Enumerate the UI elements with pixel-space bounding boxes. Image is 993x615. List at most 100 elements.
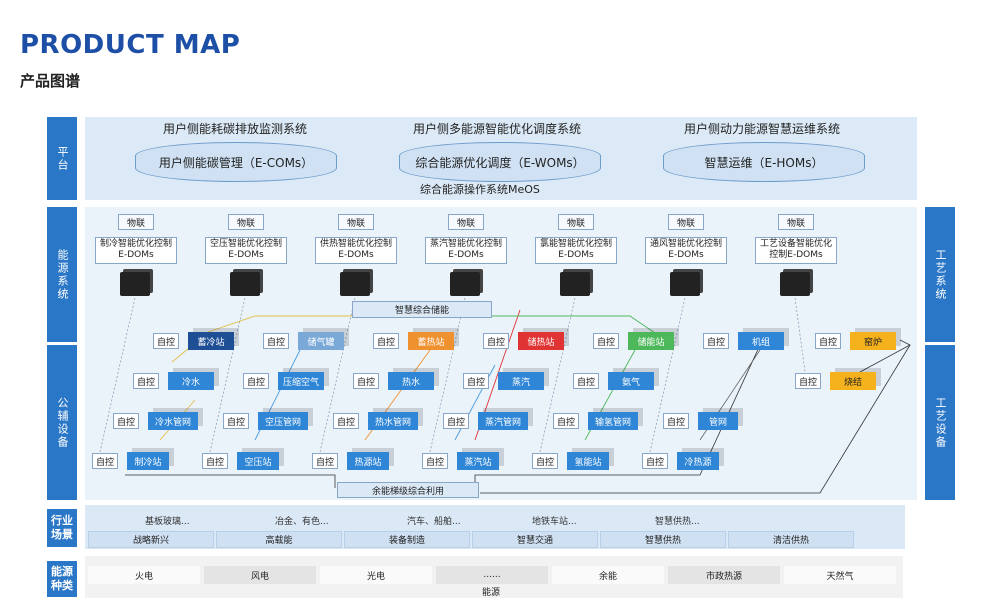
self-control-label: 自控 [153,333,179,349]
hydrogen-station[interactable]: 氢能站 [567,452,609,470]
controller-ventilation[interactable]: 通风智能优化控制 E-DOMs [645,237,727,264]
industry-segment[interactable]: 智慧交通 [472,531,598,548]
thermal-storage-station[interactable]: 储热站 [518,332,564,350]
system-title-om: 用户侧动力能源智慧运维系统 [683,122,840,136]
sintering[interactable]: 烧结 [830,372,876,390]
energy-item[interactable]: 光电 [320,566,432,584]
energy-item[interactable]: 市政热源 [668,566,780,584]
controller-steam[interactable]: 蒸汽智能优化控制 E-DOMs [425,237,507,264]
self-control-label: 自控 [263,333,289,349]
self-control-label: 自控 [815,333,841,349]
industry-top-item: 智慧供热... [655,517,700,527]
industry-segment[interactable]: 智慧供热 [600,531,726,548]
self-control-label: 自控 [133,373,159,389]
controller-heating[interactable]: 供热智能优化控制 E-DOMs [315,237,397,264]
device-icon [340,272,370,296]
self-control-label: 自控 [243,373,269,389]
self-control-label: 自控 [532,453,558,469]
hydrogen-network[interactable]: 输氢管网 [588,412,638,430]
self-control-label: 自控 [642,453,668,469]
iot-box: 物联 [118,214,154,230]
self-control-label: 自控 [463,373,489,389]
device-icon [670,272,700,296]
hot-water[interactable]: 热水 [388,372,434,390]
kiln-box[interactable]: 窑炉 [850,332,896,350]
energy-type-label: 能源 种类 [47,561,77,597]
controller-hydrogen[interactable]: 氯能智能优化控制 E-DOMs [535,237,617,264]
device-icon [120,272,150,296]
industry-top-item: 汽车、船舶... [407,517,461,527]
industry-segment[interactable]: 高载能 [216,531,342,548]
smart-storage-bar[interactable]: 智慧综合储能 [352,301,492,318]
energy-item[interactable]: 火电 [88,566,200,584]
self-control-label: 自控 [795,373,821,389]
self-control-label: 自控 [92,453,118,469]
pipe-network[interactable]: 管网 [698,412,738,430]
product-e-coms[interactable]: 用户侧能碳管理（E-COMs） [135,142,337,182]
device-icon [560,272,590,296]
chilled-water[interactable]: 冷水 [168,372,214,390]
industry-segment[interactable]: 清洁供热 [728,531,854,548]
self-control-label: 自控 [703,333,729,349]
energy-caption: 能源 [482,588,501,598]
industry-segment[interactable]: 装备制造 [344,531,470,548]
page-title: PRODUCT MAP [20,30,241,60]
sidebar-platform: 平台 [47,117,77,200]
cold-heat-source[interactable]: 冷热源 [677,452,719,470]
air-network[interactable]: 空压管网 [258,412,308,430]
energy-item[interactable]: 风电 [204,566,316,584]
waste-energy-bar[interactable]: 余能梯级综合利用 [337,482,479,498]
controller-air-compression[interactable]: 空压智能优化控制 E-DOMs [205,237,287,264]
iot-box: 物联 [338,214,374,230]
self-control-label: 自控 [223,413,249,429]
self-control-label: 自控 [593,333,619,349]
page-subtitle: 产品图谱 [20,72,81,90]
heat-source-station[interactable]: 热源站 [347,452,389,470]
sidebar-process-system: 工艺系统 [925,207,955,342]
sidebar-utilities: 公辅设备 [47,345,77,500]
gas-tank[interactable]: 储气罐 [298,332,344,350]
cooling-station[interactable]: 制冷站 [127,452,169,470]
system-title-dispatch: 用户侧多能源智能优化调度系统 [412,122,581,136]
self-control-label: 自控 [483,333,509,349]
energy-item[interactable]: 天然气 [784,566,896,584]
self-control-label: 自控 [312,453,338,469]
industry-top-item: 地铁车站... [532,517,577,527]
self-control-label: 自控 [113,413,139,429]
iot-box: 物联 [448,214,484,230]
steam-network[interactable]: 蒸汽管网 [478,412,528,430]
ammonia[interactable]: 氨气 [608,372,654,390]
energy-item[interactable]: ...... [436,566,548,584]
hot-water-network[interactable]: 热水管网 [368,412,418,430]
heat-storage-station[interactable]: 蓄热站 [408,332,454,350]
controller-cooling[interactable]: 制冷智能优化控制 E-DOMs [95,237,177,264]
industry-top-item: 冶金、有色... [275,517,329,527]
energy-item[interactable]: 余能 [552,566,664,584]
controller-process-equipment[interactable]: 工艺设备智能优化 控制E-DOMs [755,237,837,264]
self-control-label: 自控 [353,373,379,389]
compressed-air[interactable]: 压缩空气 [278,372,324,390]
self-control-label: 自控 [333,413,359,429]
self-control-label: 自控 [553,413,579,429]
device-icon [230,272,260,296]
iot-box: 物联 [558,214,594,230]
cold-storage-station[interactable]: 蓄冷站 [188,332,234,350]
self-control-label: 自控 [422,453,448,469]
os-label: 综合能源操作系统MeOS [420,183,540,196]
energy-storage-station[interactable]: 储能站 [628,332,674,350]
industry-label: 行业 场景 [47,509,77,547]
self-control-label: 自控 [443,413,469,429]
chilled-water-network[interactable]: 冷水管网 [148,412,198,430]
industry-top-item: 基板玻璃... [145,517,190,527]
product-e-homs[interactable]: 智慧运维（E-HOMs） [663,142,865,182]
steam-station[interactable]: 蒸汽站 [457,452,499,470]
iot-box: 物联 [778,214,814,230]
unit-box[interactable]: 机组 [738,332,784,350]
air-compressor-station[interactable]: 空压站 [237,452,279,470]
steam[interactable]: 蒸汽 [498,372,544,390]
system-title-carbon: 用户侧能耗碳排放监测系统 [162,122,307,136]
self-control-label: 自控 [663,413,689,429]
industry-segment[interactable]: 战略新兴 [88,531,214,548]
product-e-woms[interactable]: 综合能源优化调度（E-WOMs） [399,142,601,182]
device-icon [450,272,480,296]
